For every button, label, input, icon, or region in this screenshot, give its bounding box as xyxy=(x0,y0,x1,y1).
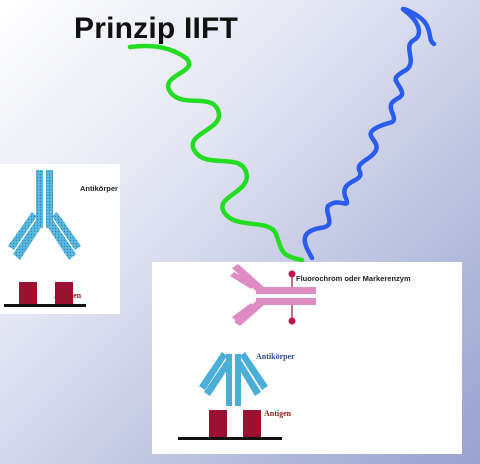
left-antibody xyxy=(8,170,81,260)
right-antigen xyxy=(209,410,261,438)
left-antigen xyxy=(19,282,73,304)
primary-antibody xyxy=(199,352,268,406)
secondary-antibody xyxy=(230,264,316,326)
right-surface-line xyxy=(178,437,282,440)
right-antibody-diagram xyxy=(178,264,316,440)
blue-emission-wave xyxy=(302,6,437,261)
right-diagram-panel: Fluorochrom oder Markerenzym Antikörper … xyxy=(152,262,462,454)
left-antigen-label: Antigen xyxy=(54,291,82,300)
marker-label: Fluorochrom oder Markerenzym xyxy=(296,274,411,283)
left-antibody-label: Antikörper xyxy=(80,184,118,193)
left-antibody-diagram xyxy=(4,170,86,307)
right-antigen-label: Antigen xyxy=(264,409,292,418)
left-surface-line xyxy=(4,304,86,307)
marker-enzyme xyxy=(288,270,296,325)
slide-title: Prinzip IIFT xyxy=(74,12,239,45)
left-diagram-panel: Antikörper Antigen xyxy=(0,164,120,314)
green-excitation-wave xyxy=(127,43,305,263)
right-antibody-label: Antikörper xyxy=(256,352,295,361)
